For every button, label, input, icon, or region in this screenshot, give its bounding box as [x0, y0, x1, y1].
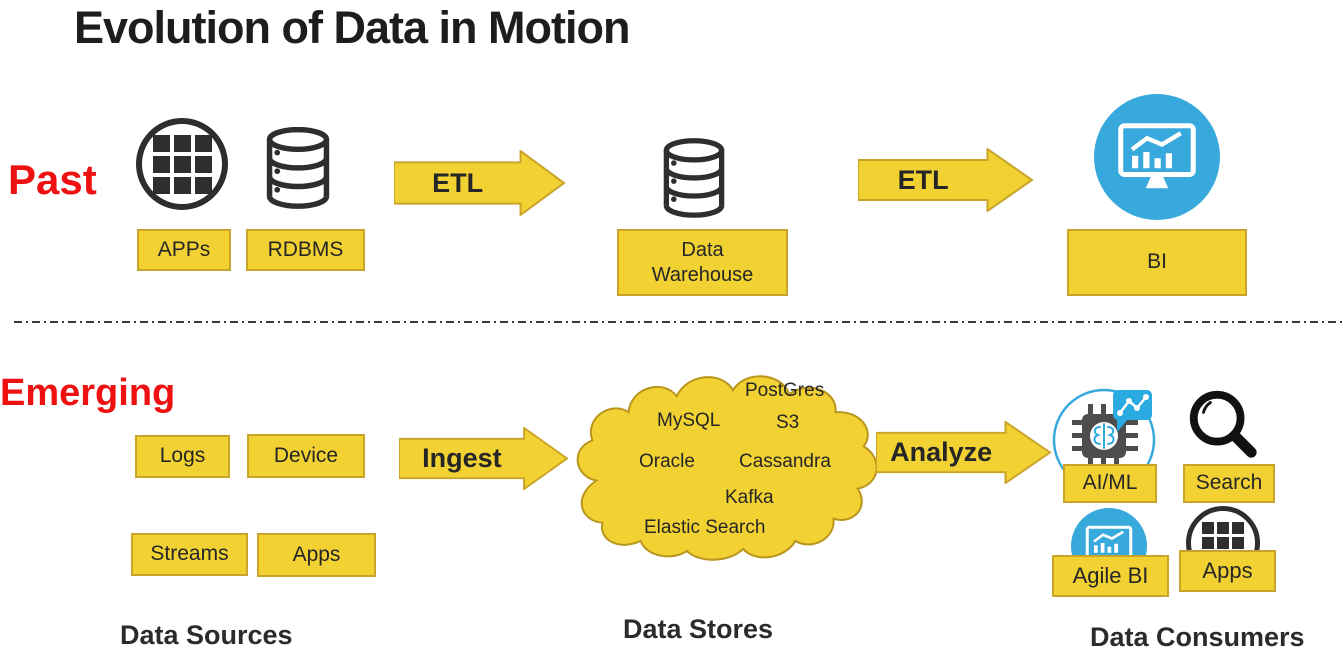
block-arrow-shape: [876, 421, 1052, 484]
caption-data-sources: Data Sources: [120, 620, 293, 650]
bi-monitor-icon: [1094, 94, 1220, 220]
aiml-label-box: AI/ML: [1063, 464, 1157, 503]
block-arrow-shape: [858, 148, 1034, 212]
analyze-arrow: Analyze: [876, 421, 1052, 484]
data-warehouse-label: Data Warehouse: [651, 238, 754, 286]
data-warehouse-label-box: Data Warehouse: [617, 229, 788, 296]
etl-arrow-1-label: ETL: [432, 167, 484, 198]
analyze-arrow-label: Analyze: [890, 437, 993, 467]
cloud-item-mysql: MySQL: [657, 410, 721, 431]
cloud-item-elastic-search: Elastic Search: [644, 517, 766, 538]
database-icon-warehouse: [660, 138, 728, 220]
cloud-item-postgres: PostGres: [745, 380, 825, 401]
bi-label-box: BI: [1067, 229, 1247, 296]
apps-label-box: APPs: [137, 229, 231, 271]
source-box-device: Device: [247, 434, 365, 478]
ingest-arrow-label: Ingest: [422, 443, 502, 473]
monitor-chart-glyph: [1118, 123, 1196, 189]
rdbms-label-box: RDBMS: [246, 229, 365, 271]
section-divider: [14, 321, 1343, 323]
etl-arrow-1: ETL: [394, 150, 566, 216]
page-title: Evolution of Data in Motion: [74, 2, 630, 53]
etl-arrow-2: ETL: [858, 148, 1034, 212]
etl-arrow-2-label: ETL: [897, 164, 949, 195]
emerging-row-label: Emerging: [0, 372, 176, 414]
search-label-box: Search: [1183, 464, 1275, 503]
database-icon-rdbms: [263, 126, 333, 211]
source-box-streams: Streams: [131, 533, 248, 576]
cloud-item-kafka: Kafka: [725, 487, 774, 508]
search-magnifier-icon: [1184, 385, 1262, 463]
caption-data-consumers: Data Consumers: [1090, 622, 1305, 652]
monitor-chart-glyph: [1085, 525, 1133, 558]
past-row-label: Past: [8, 156, 97, 203]
block-arrow-shape: [399, 427, 569, 490]
apps-grid-icon: [136, 118, 228, 210]
source-box-apps: Apps: [257, 533, 376, 577]
cloud-item-oracle: Oracle: [639, 451, 695, 472]
cloud-item-cassandra: Cassandra: [739, 451, 831, 472]
agile-bi-label-box: Agile BI: [1052, 555, 1169, 597]
cloud-item-s3: S3: [776, 412, 800, 433]
source-box-logs: Logs: [135, 435, 230, 478]
caption-data-stores: Data Stores: [623, 614, 774, 644]
block-arrow-shape: [394, 150, 566, 216]
apps-consumer-label-box: Apps: [1179, 550, 1276, 592]
apps-grid-squares: [152, 134, 212, 194]
ingest-arrow: Ingest: [399, 427, 569, 490]
